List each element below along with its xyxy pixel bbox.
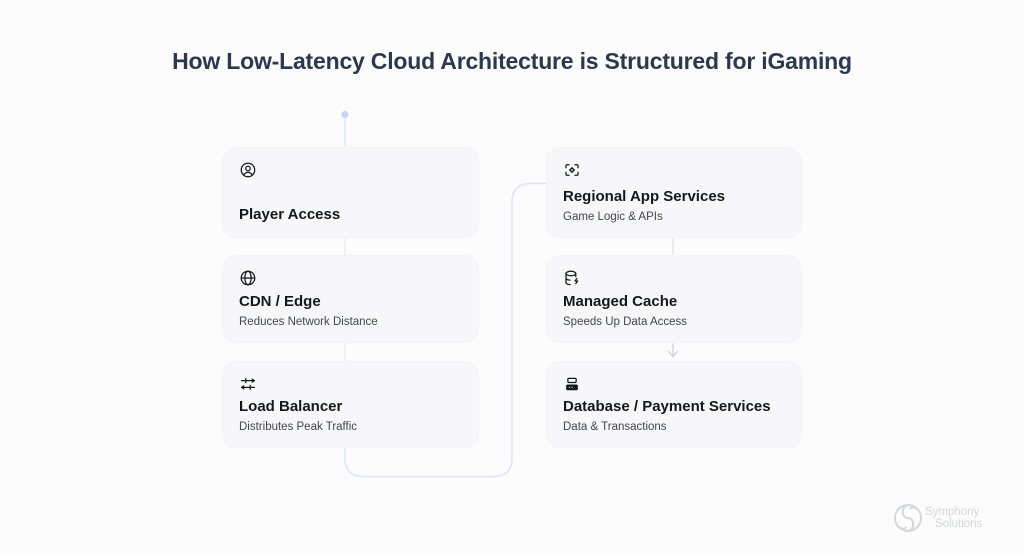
card-text: Player Access	[239, 206, 462, 225]
user-circle-icon	[239, 161, 257, 179]
card-subtitle: Data & Transactions	[563, 421, 667, 434]
card-managed-cache: Managed Cache Speeds Up Data Access	[546, 255, 802, 343]
card-title: CDN / Edge	[239, 293, 321, 311]
symphony-solutions-logo: Symphony Solutions	[894, 504, 983, 532]
card-player-access: Player Access	[222, 147, 479, 238]
logo-swirl-icon	[894, 504, 922, 532]
card-load-balancer: Load Balancer Distributes Peak Traffic	[222, 361, 479, 448]
database-bolt-icon	[563, 269, 581, 287]
card-text: Load Balancer Distributes Peak Traffic	[239, 398, 462, 435]
card-subtitle: Game Logic & APIs	[563, 211, 663, 224]
sliders-icon	[239, 375, 257, 393]
card-cdn-edge: CDN / Edge Reduces Network Distance	[222, 255, 479, 343]
flow-start-dot	[341, 111, 349, 118]
card-text: CDN / Edge Reduces Network Distance	[239, 293, 462, 330]
card-title: Load Balancer	[239, 398, 343, 416]
card-title: Regional App Services	[563, 188, 725, 206]
chip-gear-icon	[563, 161, 581, 179]
card-text: Managed Cache Speeds Up Data Access	[563, 293, 785, 330]
card-subtitle: Reduces Network Distance	[239, 316, 378, 329]
card-subtitle: Distributes Peak Traffic	[239, 421, 358, 434]
card-regional-app-services: Regional App Services Game Logic & APIs	[546, 147, 802, 238]
page-title: How Low-Latency Cloud Architecture is St…	[172, 48, 852, 74]
card-text: Database / Payment Services Data & Trans…	[563, 398, 785, 435]
card-text: Regional App Services Game Logic & APIs	[563, 188, 785, 225]
card-subtitle: Speeds Up Data Access	[563, 316, 688, 329]
logo-text-line1: Symphony	[925, 506, 980, 518]
logo-text-line2: Solutions	[935, 518, 983, 530]
card-title: Database / Payment Services	[563, 398, 771, 416]
card-title: Managed Cache	[563, 293, 678, 311]
globe-icon	[239, 269, 257, 287]
down-arrow-icon	[667, 343, 679, 358]
card-database-payment: Database / Payment Services Data & Trans…	[546, 361, 802, 448]
card-title: Player Access	[239, 206, 341, 224]
server-icon	[563, 375, 581, 393]
